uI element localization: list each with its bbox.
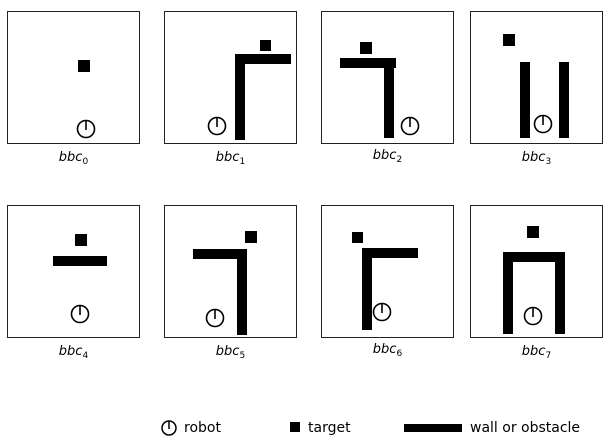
label-subscript: 6: [396, 349, 403, 359]
label-text: bbc: [372, 148, 397, 163]
robot-icon: [400, 116, 420, 136]
label-bbc3: bbc3: [470, 150, 603, 167]
label-text: bbc: [58, 150, 83, 165]
panel-bbc4: [7, 205, 140, 338]
target-icon: [290, 422, 300, 432]
label-text: bbc: [58, 344, 83, 359]
wall-vertical-right: [555, 252, 565, 334]
wall-vertical: [362, 248, 372, 330]
label-bbc7: bbc7: [470, 344, 603, 361]
robot-icon: [523, 306, 543, 326]
target-square: [78, 60, 90, 72]
scene-bbc4: [53, 234, 107, 324]
legend-target: target: [288, 418, 351, 438]
label-subscript: 2: [396, 155, 403, 165]
wall-horizontal: [340, 58, 396, 68]
target-square: [360, 42, 372, 54]
label-bbc0: bbc0: [7, 150, 140, 167]
label-subscript: 1: [239, 157, 246, 167]
panel-bbc3: [470, 11, 603, 144]
scene-bbc0: [76, 60, 96, 139]
panel-bbc6: [321, 205, 454, 338]
legend-wall-label: wall or obstacle: [470, 420, 581, 436]
legend-target-label: target: [308, 420, 351, 436]
wall-horizontal: [235, 54, 291, 64]
wall-horizontal: [53, 256, 107, 266]
scene-bbc2: [340, 42, 420, 138]
wall-icon: [404, 424, 462, 432]
scene-bbc7: [503, 226, 565, 334]
wall-vertical: [384, 58, 394, 138]
target-square: [260, 40, 271, 51]
label-text: bbc: [215, 344, 240, 359]
label-text: bbc: [372, 342, 397, 357]
label-text: bbc: [521, 344, 546, 359]
panel-bbc7: [470, 205, 603, 338]
robot-icon: [533, 114, 553, 134]
wall-horizontal: [362, 248, 418, 258]
legend-robot: robot: [160, 418, 221, 438]
scene-bbc6: [352, 232, 418, 330]
panel-bbc2: [321, 11, 454, 144]
target-square: [503, 34, 515, 46]
scene-bbc5: [193, 231, 257, 335]
wall-vertical-right: [559, 62, 569, 138]
panel-bbc0: [7, 11, 140, 144]
scene-bbc3: [503, 34, 569, 138]
wall-vertical-left: [520, 62, 530, 138]
label-subscript: 3: [545, 157, 552, 167]
panel-bbc5: [164, 205, 297, 338]
label-subscript: 5: [239, 351, 246, 361]
target-square: [352, 232, 363, 243]
robot-icon: [205, 308, 225, 328]
label-subscript: 7: [545, 351, 552, 361]
legend-robot-label: robot: [184, 420, 221, 436]
wall-vertical-left: [503, 252, 513, 334]
robot-icon: [161, 420, 177, 436]
label-bbc4: bbc4: [7, 344, 140, 361]
label-text: bbc: [215, 150, 240, 165]
wall-horizontal: [193, 249, 247, 259]
wall-vertical: [235, 54, 245, 140]
target-square: [527, 226, 539, 238]
target-square: [75, 234, 87, 246]
wall-vertical: [237, 249, 247, 335]
label-bbc1: bbc1: [164, 150, 297, 167]
target-square: [245, 231, 257, 243]
robot-icon: [207, 116, 227, 136]
legend-wall: wall or obstacle: [404, 418, 580, 438]
wall-horizontal: [503, 252, 565, 262]
robot-icon: [76, 119, 96, 139]
label-bbc5: bbc5: [164, 344, 297, 361]
label-text: bbc: [521, 150, 546, 165]
label-subscript: 4: [82, 351, 89, 361]
label-bbc6: bbc6: [321, 342, 454, 359]
scene-bbc1: [207, 40, 291, 140]
robot-icon: [70, 304, 90, 324]
panel-bbc1: [164, 11, 297, 144]
label-subscript: 0: [82, 157, 89, 167]
label-bbc2: bbc2: [321, 148, 454, 165]
robot-icon: [372, 302, 392, 322]
